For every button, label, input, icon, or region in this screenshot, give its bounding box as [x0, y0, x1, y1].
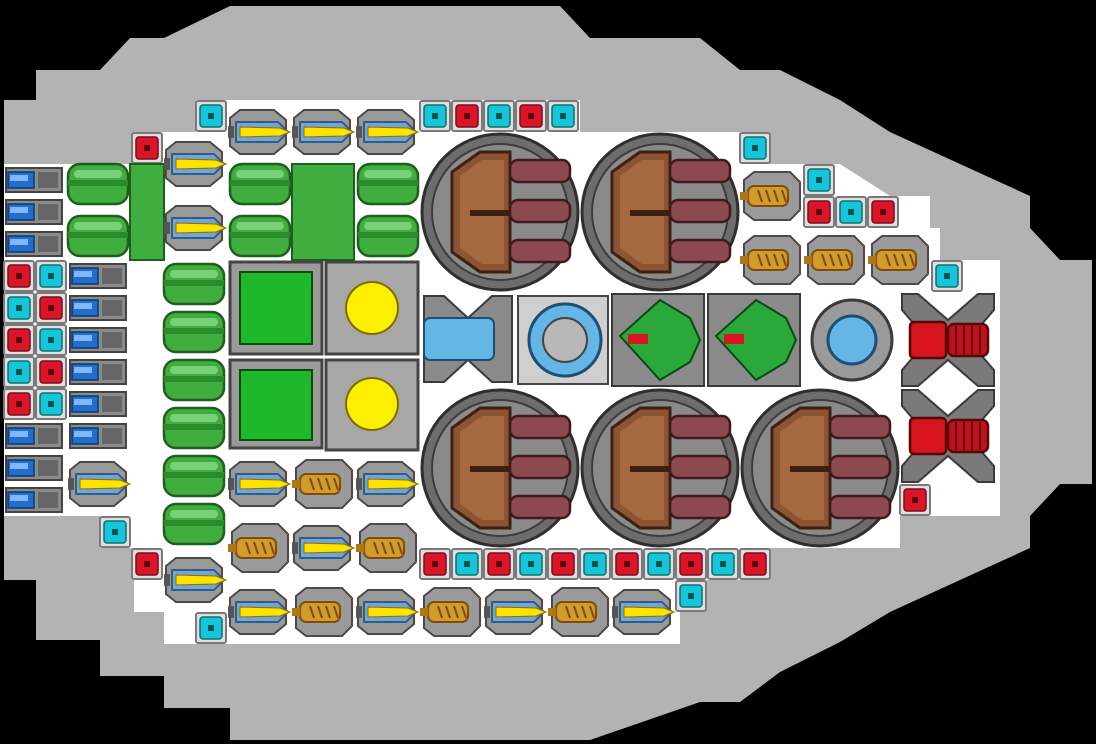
- power-cell-modules[interactable]: [228, 260, 324, 450]
- reactor-modules[interactable]: [324, 260, 420, 452]
- fuel-tank-modules[interactable]: [66, 162, 420, 546]
- engine-modules[interactable]: [423, 293, 894, 387]
